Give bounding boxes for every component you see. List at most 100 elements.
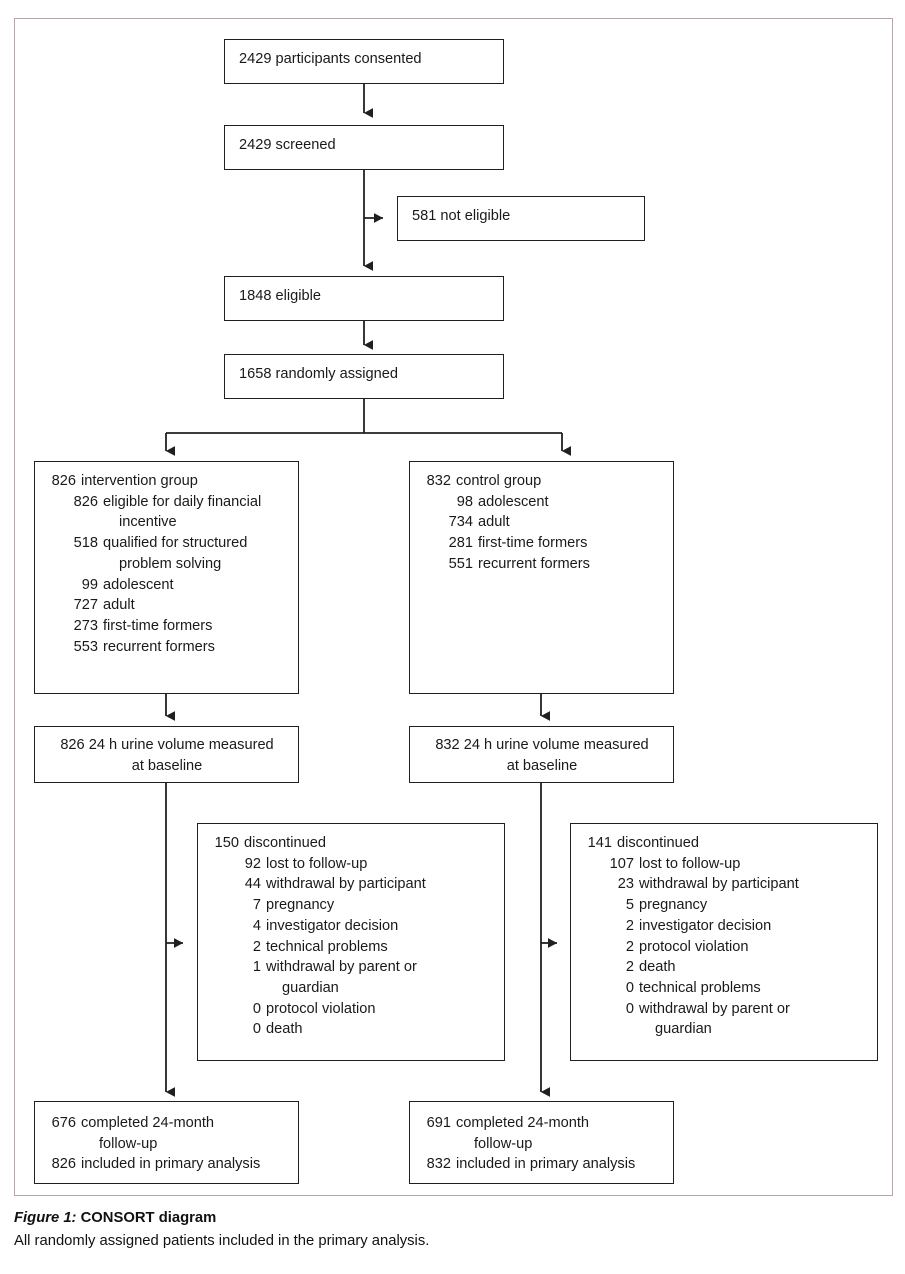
discontinued-right-item-label: withdrawal by participant	[639, 876, 799, 893]
intervention-header-num: 826	[51, 473, 76, 489]
discontinued-right-item-label: lost to follow-up	[639, 855, 741, 872]
discontinued-left-item-num: 2	[252, 938, 261, 955]
discontinued-right-item: 2 protocol violation	[582, 937, 867, 958]
caption-title: CONSORT diagram	[80, 1210, 217, 1226]
discontinued-right-item-num: 2	[625, 917, 634, 934]
intervention-item-num: 99	[81, 576, 98, 593]
node-consented: 2429 participants consented	[224, 39, 504, 84]
completed-left-line2-label: included in primary analysis	[81, 1156, 261, 1173]
intervention-header-label: intervention group	[81, 473, 198, 489]
completed-right-line1-wrap: follow-up	[474, 1135, 533, 1152]
discontinued-left-item: 44 withdrawal by participant	[209, 874, 494, 895]
node-intervention-group: 826 intervention group 826 eligible for …	[34, 461, 299, 694]
discontinued-left-item-num: 44	[244, 876, 261, 893]
discontinued-left-header: 150 discontinued	[209, 833, 494, 854]
node-screened: 2429 screened	[224, 125, 504, 170]
figure-caption: Figure 1: CONSORT diagram All randomly a…	[14, 1207, 893, 1252]
node-eligible: 1848 eligible	[224, 276, 504, 321]
control-item-num: 734	[448, 514, 473, 531]
completed-right-line2-label: included in primary analysis	[456, 1156, 636, 1173]
discontinued-right-item-num: 0	[625, 980, 634, 997]
discontinued-left-item-text: withdrawal by parent or	[266, 959, 417, 976]
control-header-label: control group	[456, 473, 542, 489]
discontinued-left-item-num: 7	[252, 897, 261, 914]
discontinued-right-item-num: 107	[609, 855, 634, 872]
intervention-item: 99 adolescent	[46, 575, 288, 596]
node-randomised-text: 1658 randomly assigned	[239, 366, 399, 382]
intervention-item-num: 553	[73, 638, 98, 655]
node-control-group: 832 control group 98 adolescent 734 adul…	[409, 461, 674, 694]
discontinued-left-item-num: 0	[252, 1021, 261, 1038]
completed-right-line1-num: 691	[426, 1115, 451, 1131]
intervention-item-wrap: incentive	[119, 514, 177, 531]
control-item-num: 98	[456, 493, 473, 510]
completed-right-line1-label: completed 24-month follow-up	[456, 1113, 663, 1154]
completed-left-line2: 826 included in primary analysis	[46, 1154, 288, 1175]
urine-right-line2: at baseline	[506, 757, 578, 774]
control-item-num: 281	[448, 535, 473, 552]
discontinued-left-item: 4 investigator decision	[209, 916, 494, 937]
node-discontinued-left: 150 discontinued 92 lost to follow-up 44…	[197, 823, 505, 1061]
node-randomised: 1658 randomly assigned	[224, 354, 504, 399]
caption-description: All randomly assigned patients included …	[14, 1233, 430, 1250]
completed-right-line1-text: completed 24-month	[456, 1115, 590, 1131]
intervention-item: 553 recurrent formers	[46, 637, 288, 658]
control-item-label: recurrent formers	[478, 555, 590, 572]
discontinued-right-header: 141 discontinued	[582, 833, 867, 854]
urine-right-line1: 832 24 h urine volume measured	[435, 737, 649, 753]
discontinued-left-item-label: lost to follow-up	[266, 855, 368, 872]
discontinued-left-item-label: investigator decision	[266, 917, 399, 934]
discontinued-right-item: 2 investigator decision	[582, 916, 867, 937]
completed-left-line1-text: completed 24-month	[81, 1115, 215, 1131]
discontinued-right-item-label: technical problems	[639, 980, 761, 997]
control-item: 734 adult	[421, 512, 663, 533]
urine-left-line1: 826 24 h urine volume measured	[60, 737, 274, 753]
discontinued-left-item-label: withdrawal by parent or guardian	[266, 957, 494, 998]
discontinued-left-item: 0 protocol violation	[209, 999, 494, 1020]
discontinued-right-item-num: 0	[625, 1000, 634, 1017]
node-consented-text: 2429 participants consented	[239, 51, 422, 67]
intervention-item-text: qualified for structured	[103, 535, 248, 552]
intervention-item-text: eligible for daily financial	[103, 493, 262, 510]
completed-left-line1-label: completed 24-month follow-up	[81, 1113, 288, 1154]
completed-left-line1-num: 676	[51, 1115, 76, 1131]
discontinued-left-header-num: 150	[214, 835, 239, 851]
control-item-label: adult	[478, 514, 510, 531]
discontinued-left-item-label: withdrawal by participant	[266, 876, 426, 893]
intervention-item-num: 826	[73, 493, 98, 510]
node-screened-text: 2429 screened	[239, 137, 336, 153]
discontinued-left-item-label: death	[266, 1021, 303, 1038]
discontinued-right-item-num: 23	[617, 876, 634, 893]
caption-title-line: Figure 1: CONSORT diagram	[14, 1207, 893, 1229]
node-urine-left: 826 24 h urine volume measured at baseli…	[34, 726, 299, 783]
intervention-header: 826 intervention group	[46, 471, 288, 492]
intervention-item-label: recurrent formers	[103, 638, 215, 655]
discontinued-right-item-label: protocol violation	[639, 938, 749, 955]
discontinued-right-header-label: discontinued	[617, 835, 699, 851]
node-urine-right: 832 24 h urine volume measured at baseli…	[409, 726, 674, 783]
discontinued-right-item-num: 2	[625, 959, 634, 976]
discontinued-left-item: 2 technical problems	[209, 937, 494, 958]
discontinued-left-item: 1 withdrawal by parent or guardian	[209, 957, 494, 998]
discontinued-right-item-label: withdrawal by parent or guardian	[639, 999, 867, 1040]
discontinued-left-item-label: technical problems	[266, 938, 388, 955]
discontinued-left-item-num: 92	[244, 855, 261, 872]
intervention-item-label: qualified for structured problem solving	[103, 533, 288, 574]
discontinued-left-item: 0 death	[209, 1019, 494, 1040]
node-completed-left: 676 completed 24-month follow-up 826 inc…	[34, 1101, 299, 1184]
intervention-item: 518 qualified for structured problem sol…	[46, 533, 288, 574]
discontinued-right-item-label: pregnancy	[639, 897, 708, 914]
intervention-item: 826 eligible for daily financial incenti…	[46, 492, 288, 533]
node-completed-right: 691 completed 24-month follow-up 832 inc…	[409, 1101, 674, 1184]
completed-right-line1: 691 completed 24-month follow-up	[421, 1113, 663, 1154]
discontinued-right-header-num: 141	[587, 835, 612, 851]
node-not-eligible: 581 not eligible	[397, 196, 645, 241]
caption-figure-label: Figure 1:	[14, 1210, 77, 1226]
control-header-num: 832	[426, 473, 451, 489]
control-item-num: 551	[448, 555, 473, 572]
control-item: 98 adolescent	[421, 492, 663, 513]
discontinued-right-item-text: withdrawal by parent or	[639, 1000, 790, 1017]
discontinued-left-item-num: 0	[252, 1000, 261, 1017]
node-discontinued-right: 141 discontinued 107 lost to follow-up 2…	[570, 823, 878, 1061]
